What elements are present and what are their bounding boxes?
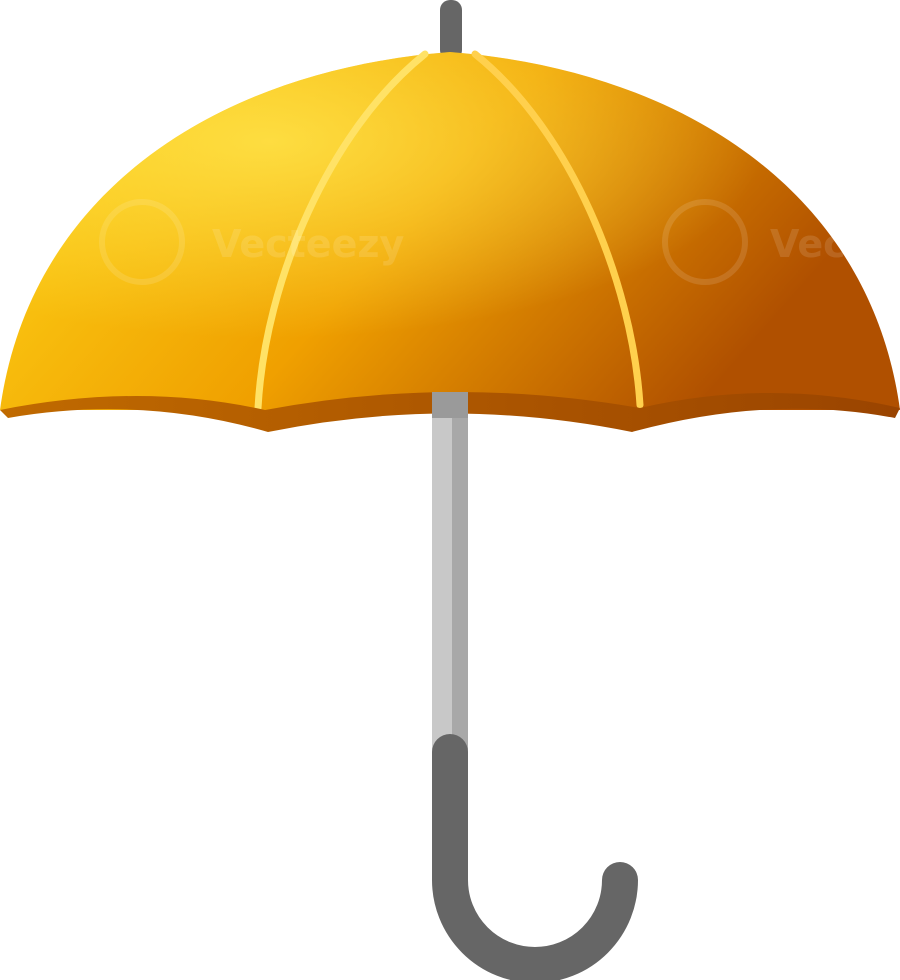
shaft-top-shadow	[432, 392, 468, 418]
watermark-1: Vecteezy	[99, 199, 404, 285]
shaft-shadow	[452, 392, 468, 754]
umbrella-tip	[440, 0, 462, 60]
vecteezy-logo-icon	[99, 199, 185, 285]
watermark-text: Vecteezy	[770, 222, 900, 266]
vecteezy-logo-icon	[662, 199, 748, 285]
canopy-rib-right	[471, 50, 644, 409]
canopy-shine	[0, 52, 900, 410]
watermark-group: Vecteezy Vecteezy	[99, 199, 900, 285]
canopy-rib-left	[254, 50, 429, 412]
watermark-text: Vecteezy	[212, 222, 404, 266]
watermark-2: Vecteezy	[662, 199, 900, 285]
umbrella-handle	[432, 734, 638, 980]
